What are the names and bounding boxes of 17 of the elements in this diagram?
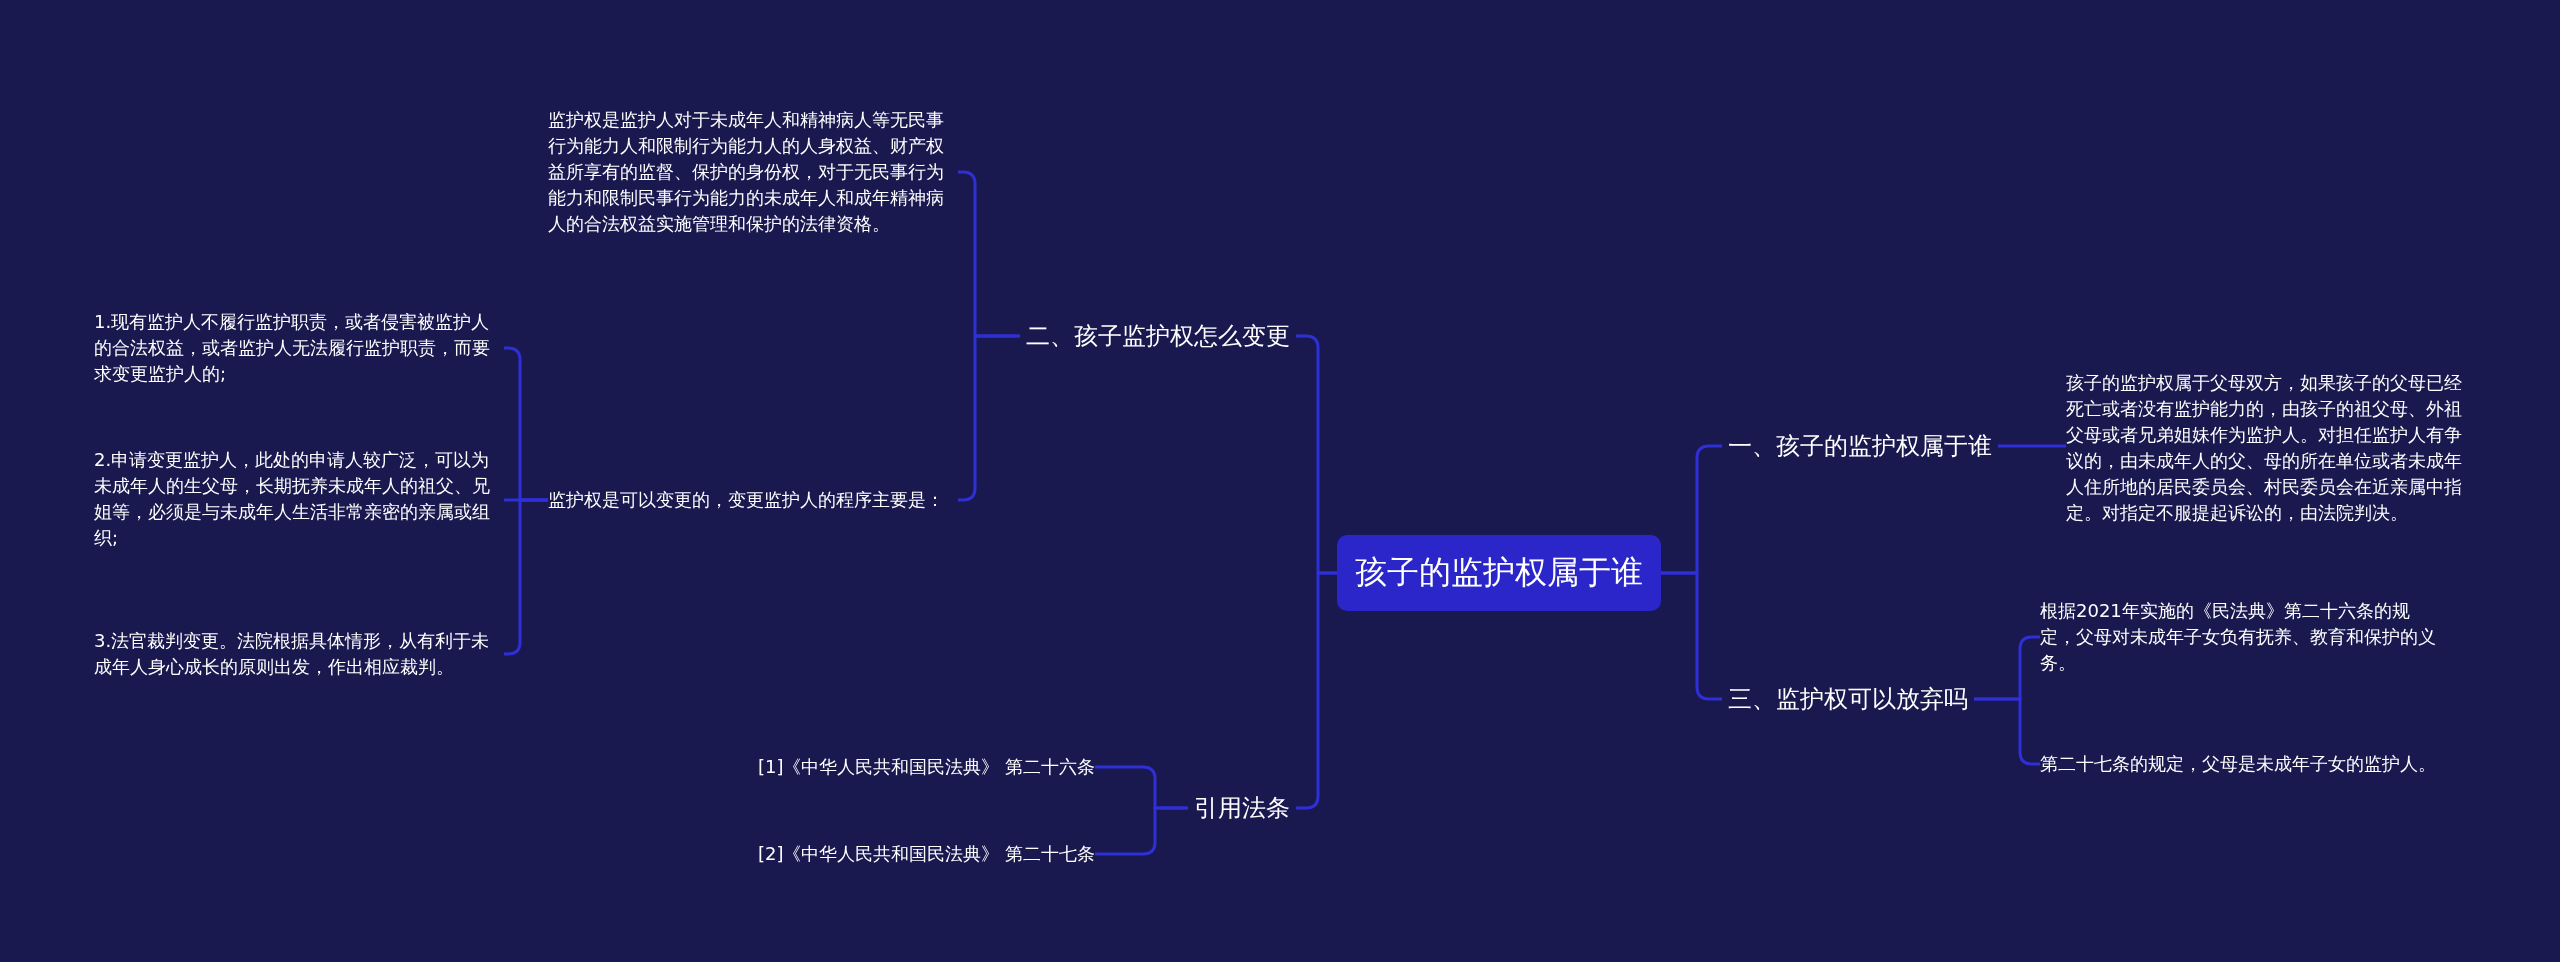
note-text: 3.法官裁判变更。法院根据具体情形，从有利于未成年人身心成长的原则出发，作出相应裁判。: [94, 628, 504, 680]
reference-text: [1]《中华人民共和国民法典》 第二十六条: [758, 755, 1096, 779]
note-text: 2.申请变更监护人，此处的申请人较广泛，可以为未成年人的生父母，长期抚养未成年人的祖父、兄姐等，必须是与未成年人生活非常亲密的亲属或组织;: [94, 447, 504, 551]
note-text: 孩子的监护权属于父母双方，如果孩子的父母已经死亡或者没有监护能力的，由孩子的祖父母、外祖父母或者兄弟姐妹作为监护人。对担任监护人有争议的，由未成年人的父、母的所在单位或者未成年人住所地的居民委员会、村民委员会在近亲属中指定。对指定不服提起诉讼的，由法院判决。: [2066, 370, 2476, 526]
note-text: 根据2021年实施的《民法典》第二十六条的规定，父母对未成年子女负有抚养、教育和保护的义务。: [2040, 598, 2440, 676]
note-text: 1.现有监护人不履行监护职责，或者侵害被监护人的合法权益，或者监护人无法履行监护职责，而要求变更监护人的;: [94, 309, 504, 387]
connector-line: [1095, 806, 1188, 856]
branch-topic: 二、孩子监护权怎么变更: [1020, 316, 1296, 356]
note-text: 第二十七条的规定，父母是未成年子女的监护人。: [2040, 751, 2440, 777]
branch-topic: 三、监护权可以放弃吗: [1722, 679, 1974, 719]
connector-line: [1998, 444, 2066, 448]
reference-text: [2]《中华人民共和国民法典》 第二十七条: [758, 842, 1096, 866]
branch-topic: 引用法条: [1188, 788, 1296, 828]
note-text: 监护权是可以变更的，变更监护人的程序主要是：: [548, 487, 958, 513]
note-text: 监护权是监护人对于未成年人和精神病人等无民事行为能力人和限制行为能力人的人身权益、财产权益所享有的监督、保护的身份权，对于无民事行为能力和限制民事行为能力的未成年人和成年精神病人的合法权益实施管理和保护的法律资格。: [548, 107, 958, 237]
branch-topic: 一、孩子的监护权属于谁: [1722, 426, 1998, 466]
root-topic-box: 孩子的监护权属于谁: [1337, 535, 1661, 611]
